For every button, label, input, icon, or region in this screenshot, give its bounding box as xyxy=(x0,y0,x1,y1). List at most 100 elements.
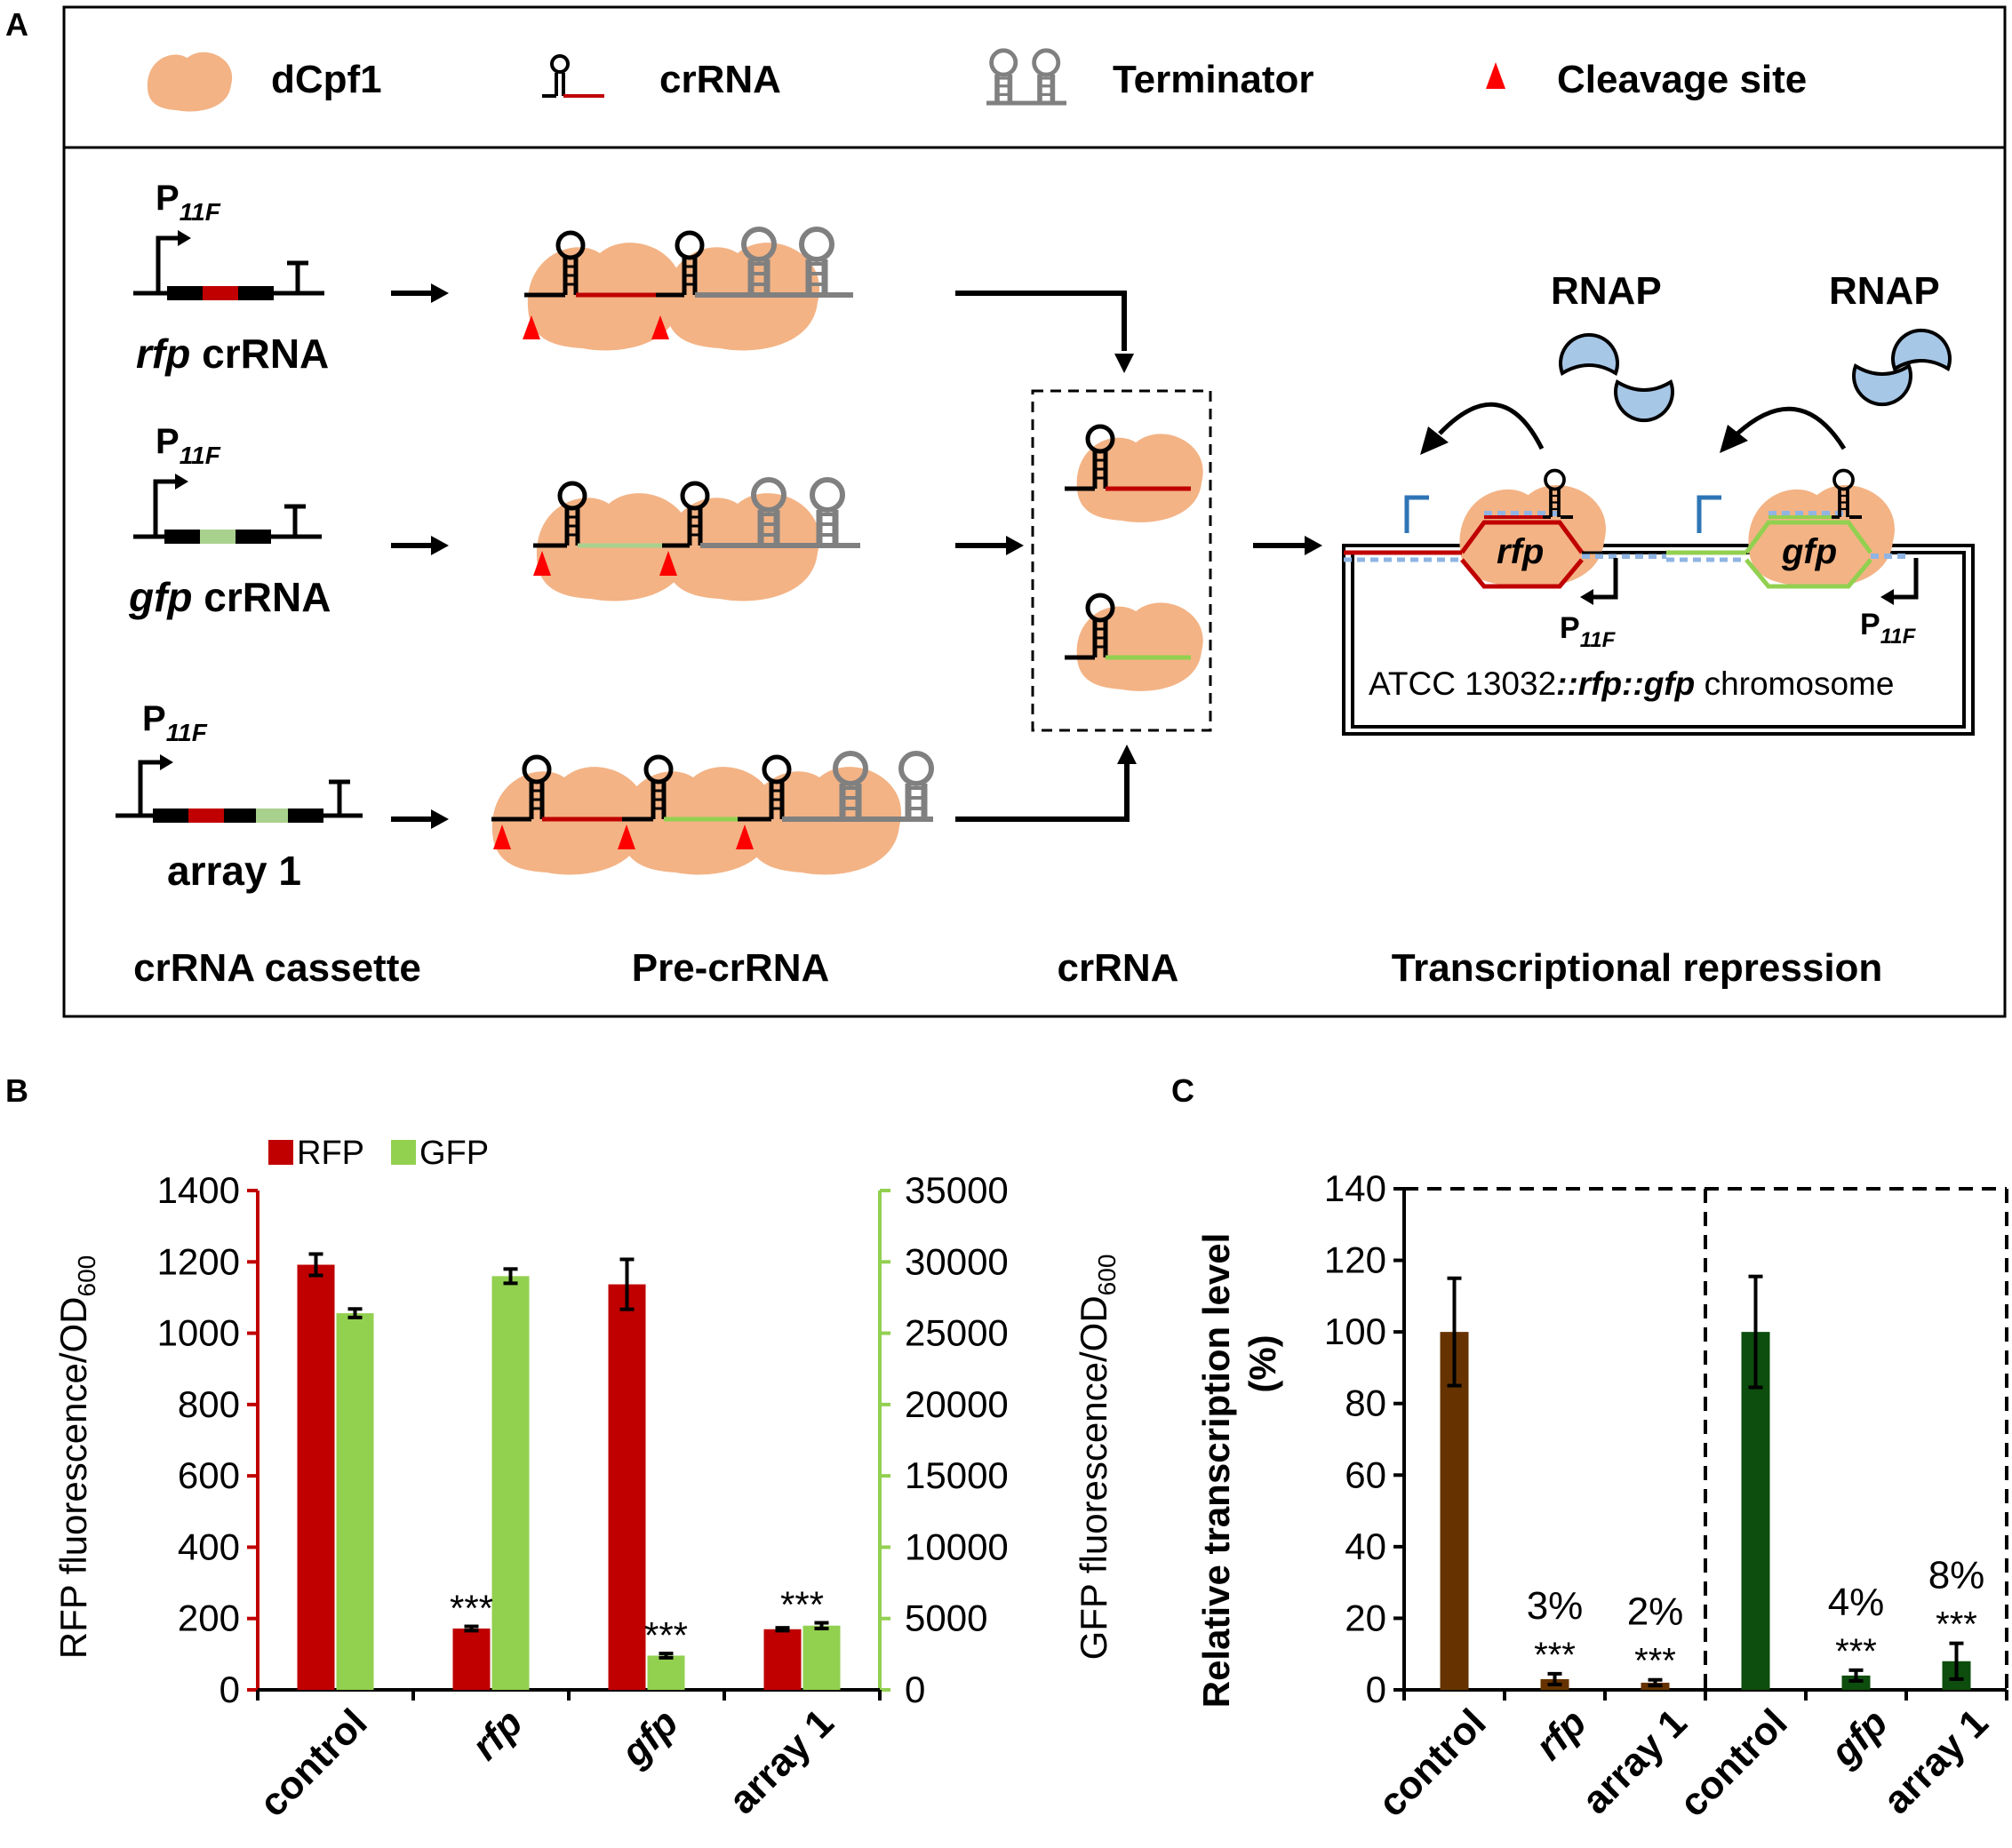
bar-gfp xyxy=(802,1625,841,1690)
significance-stars: *** xyxy=(450,1588,493,1629)
y-tick-label-right: 15000 xyxy=(905,1454,1009,1496)
y-tick-label-right: 25000 xyxy=(905,1312,1009,1354)
stage-label-repression: Transcriptional repression xyxy=(1392,946,1883,990)
y-axis-title-left: RFP fluorescence/OD600 xyxy=(52,1255,100,1659)
stage-label-pre: Pre-crRNA xyxy=(632,946,830,990)
y-tick-label: 120 xyxy=(1324,1239,1386,1281)
promoter-label: P11F xyxy=(156,422,221,469)
x-tick-label: rfp xyxy=(1527,1701,1594,1768)
legend-label-rfp: RFP xyxy=(297,1135,364,1172)
arrow-right xyxy=(955,536,1024,555)
pre-crrna-gfp xyxy=(533,480,860,601)
cassette-array1: P11F array 1 xyxy=(116,699,363,894)
cassette-gfp: P11F gfp crRNA xyxy=(128,422,331,620)
arrow-down xyxy=(955,291,1134,373)
bar-rfp xyxy=(297,1264,335,1690)
cassette-rfp: P11F rfp crRNA xyxy=(133,179,329,377)
legend-terminator-label: Terminator xyxy=(1113,58,1314,101)
crrna-rfp xyxy=(1065,426,1203,522)
significance-stars: *** xyxy=(780,1584,824,1626)
y-tick-label-right: 0 xyxy=(905,1669,925,1710)
x-tick-label: array 1 xyxy=(1574,1701,1696,1822)
y-tick-label-left: 800 xyxy=(178,1383,240,1425)
cassette-name: array 1 xyxy=(167,848,301,894)
rnap-label: RNAP xyxy=(1829,269,1940,313)
y-tick-label-left: 1400 xyxy=(157,1169,240,1211)
panel-label-c: C xyxy=(1171,1072,1194,1109)
chromosome-promoter-label: P11F xyxy=(1860,608,1917,649)
percent-label: 8% xyxy=(1928,1554,1985,1597)
stage-label-crrna: crRNA xyxy=(1058,946,1179,990)
bar-rfp xyxy=(608,1284,646,1690)
x-tick-label: gfp xyxy=(612,1701,687,1775)
x-tick-label: array 1 xyxy=(1875,1701,1997,1822)
y-tick-label-right: 30000 xyxy=(905,1240,1009,1282)
significance-stars: *** xyxy=(1634,1642,1676,1681)
panel-label-b: B xyxy=(5,1072,28,1109)
y-tick-label-right: 5000 xyxy=(905,1597,987,1639)
significance-stars: *** xyxy=(1534,1636,1576,1675)
y-tick-label: 60 xyxy=(1345,1454,1386,1495)
chromosome: rfp gfp P11F P11F ATCC 13032::rfp::gfp c… xyxy=(1342,468,1975,736)
panel-a-frame xyxy=(62,5,2007,1018)
y-tick-label: 20 xyxy=(1345,1597,1386,1638)
x-tick-label: control xyxy=(251,1701,375,1825)
promoter-label: P11F xyxy=(142,699,208,746)
cleavage-site-icon xyxy=(1486,62,1505,89)
y-tick-label: 0 xyxy=(1366,1669,1386,1710)
rnap-group-1: RNAP xyxy=(1420,269,1674,455)
bar-rfp xyxy=(452,1628,491,1690)
dcpf1-icon xyxy=(147,52,233,112)
crrna-icon xyxy=(542,54,604,98)
bar-gfp xyxy=(491,1276,530,1690)
y-tick-label: 100 xyxy=(1324,1310,1386,1352)
y-axis-title: Relative transcription level xyxy=(1195,1233,1237,1709)
y-tick-label-left: 1200 xyxy=(157,1240,240,1282)
percent-label: 2% xyxy=(1627,1590,1684,1634)
percent-label: 3% xyxy=(1527,1584,1584,1628)
significance-stars: *** xyxy=(1835,1632,1877,1671)
cassette-name: gfp crRNA xyxy=(128,574,331,620)
legend-swatch-rfp xyxy=(268,1140,293,1165)
x-tick-label: control xyxy=(1369,1701,1494,1825)
legend-cleavage-label: Cleavage site xyxy=(1557,58,1807,101)
promoter-label: P11F xyxy=(156,179,221,226)
crrna-box xyxy=(1031,389,1212,732)
percent-label: 4% xyxy=(1828,1581,1885,1624)
legend-crrna-label: crRNA xyxy=(659,58,781,101)
y-tick-label-left: 200 xyxy=(178,1597,240,1639)
y-tick-label-left: 400 xyxy=(178,1525,240,1567)
cassette-name: rfp crRNA xyxy=(136,331,329,377)
bar-gfp xyxy=(336,1313,374,1690)
y-tick-label-left: 1000 xyxy=(157,1312,240,1354)
y-tick-label-left: 0 xyxy=(220,1669,240,1710)
gene-label-gfp: gfp xyxy=(1781,532,1837,571)
y-tick-label: 40 xyxy=(1345,1525,1386,1567)
pre-crrna-rfp xyxy=(523,229,853,351)
pre-crrna-array1 xyxy=(491,753,933,875)
panel-label-a: A xyxy=(5,6,28,43)
y-axis-title-unit: (%) xyxy=(1242,1334,1283,1392)
y-tick-label-right: 10000 xyxy=(905,1525,1009,1567)
rnap-label: RNAP xyxy=(1551,269,1662,313)
terminator-icon xyxy=(986,51,1066,103)
x-tick-label: array 1 xyxy=(721,1701,842,1822)
arrow-right xyxy=(391,283,449,829)
y-tick-label: 80 xyxy=(1345,1382,1386,1424)
chromosome-label: ATCC 13032::rfp::gfp chromosome xyxy=(1369,665,1894,702)
bar xyxy=(1440,1332,1469,1690)
gene-label-rfp: rfp xyxy=(1497,532,1544,571)
chromosome-promoter-label: P11F xyxy=(1560,611,1617,652)
stage-labels: crRNA cassette Pre-crRNA crRNA Transcrip… xyxy=(133,946,1882,990)
bar xyxy=(1841,1675,1871,1690)
y-tick-label: 140 xyxy=(1324,1167,1386,1209)
legend-dcpf1-label: dCpf1 xyxy=(271,58,382,101)
legend-a: dCpf1 crRNA Terminator Cleavage site xyxy=(147,51,1807,112)
chart-c: Relative transcription level (%) 0 20 40 60… xyxy=(1195,1167,2008,1826)
chart-b: RFP GFP RFP fluorescence/OD600 GFP fluor… xyxy=(52,1135,1121,1826)
arrow-right xyxy=(1253,536,1322,555)
y-axis-title-right: GFP fluorescence/OD600 xyxy=(1073,1255,1121,1661)
rnap-group-2: RNAP xyxy=(1720,269,1952,453)
bar xyxy=(1741,1332,1770,1690)
